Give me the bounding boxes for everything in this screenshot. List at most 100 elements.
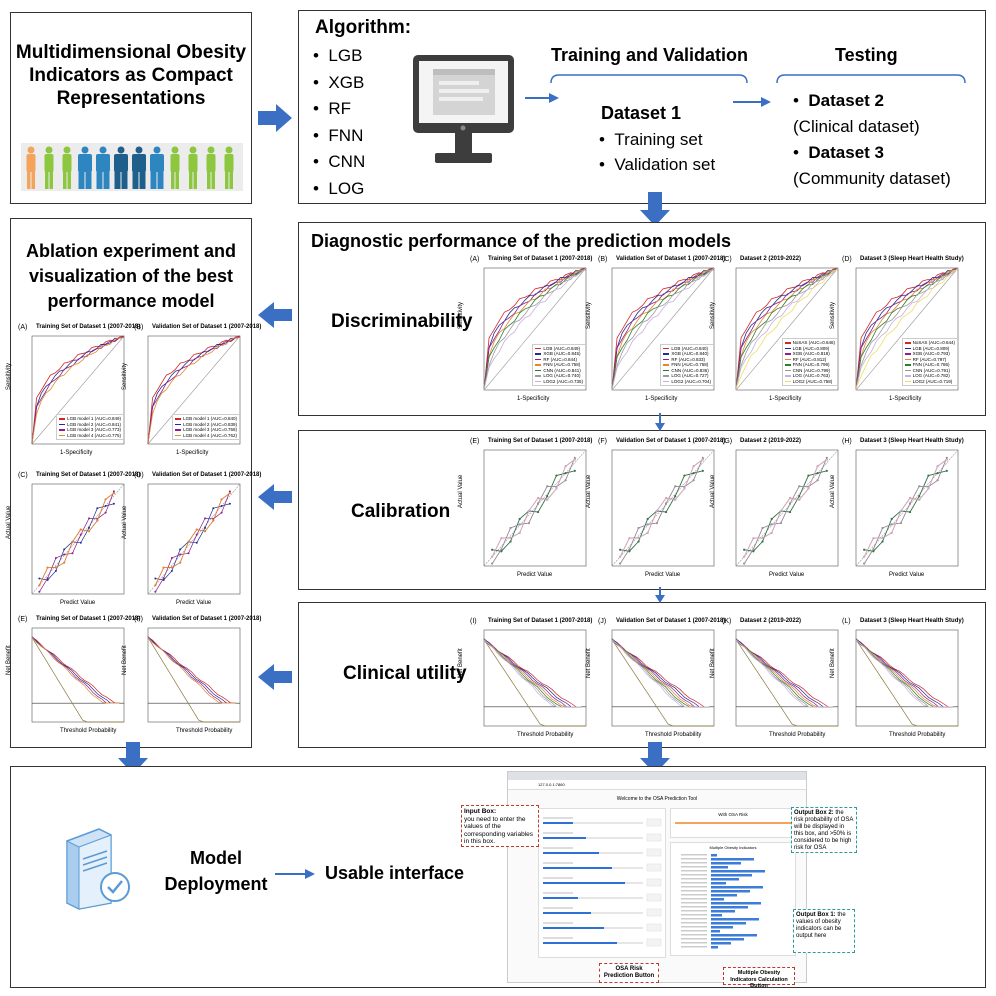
person-icon bbox=[62, 146, 72, 189]
calibration-point bbox=[779, 522, 782, 525]
calibration-point bbox=[195, 533, 198, 536]
y-axis-label: Net Benefit bbox=[6, 645, 12, 675]
browser-tabbar bbox=[508, 772, 806, 780]
calibration-point bbox=[789, 502, 792, 505]
calibration-point bbox=[79, 528, 82, 531]
x-axis-label: Predict Value bbox=[645, 572, 681, 578]
roc-series-line bbox=[611, 267, 715, 391]
panel-title: Training Set of Dataset 1 (2007-2018) bbox=[36, 472, 141, 478]
legend-entry: LOG2 (AUC=0.735) bbox=[535, 379, 583, 385]
y-axis-label: Actual Value bbox=[122, 505, 128, 539]
indicator-label bbox=[681, 874, 707, 876]
legend-label: LOG2 (AUC=0.719) bbox=[912, 378, 953, 384]
legend-label: CNN (AUC=0.791) bbox=[912, 367, 950, 373]
calibration-point bbox=[807, 474, 810, 477]
calibration-point bbox=[527, 522, 530, 525]
roc-series-line bbox=[855, 269, 959, 389]
legend-swatch bbox=[535, 369, 542, 372]
output-osa-panel: With OSA Risk bbox=[670, 808, 796, 838]
y-axis-label: Actual Value bbox=[586, 474, 592, 508]
mobi-button-note[interactable]: Multiple Obesity Indicators Calculation … bbox=[723, 967, 795, 989]
roc-series-line bbox=[147, 336, 241, 444]
legend-label: RF (AUC=0.844) bbox=[543, 356, 577, 362]
calibration-point bbox=[38, 584, 41, 587]
legend-entry: LGB model 4 (AUC=0.762) bbox=[175, 433, 237, 439]
slider-track[interactable] bbox=[543, 897, 643, 899]
calibration-point bbox=[655, 522, 658, 525]
calibration-point bbox=[936, 465, 939, 468]
panel-title: Validation Set of Dataset 1 (2007-2018) bbox=[616, 256, 726, 262]
url-text: 127.0.0.1:7860 bbox=[538, 782, 565, 787]
calibration-point bbox=[646, 517, 649, 520]
algorithm-list: • LGB • XGB • RF • FNN • CNN • LOG bbox=[313, 43, 365, 202]
calibration-point bbox=[789, 511, 792, 514]
legend-entry: FNN (AUC=0.786) bbox=[904, 362, 955, 368]
slider-fill bbox=[543, 942, 617, 944]
indicator-bar bbox=[711, 918, 759, 921]
number-input[interactable] bbox=[646, 863, 662, 872]
legend-label: NoSAS (AUC=0.646) bbox=[792, 340, 835, 345]
roc-series-line bbox=[483, 267, 587, 391]
legend-label: LOG2 (AUC=0.704) bbox=[671, 378, 711, 384]
calibration-point bbox=[38, 577, 41, 580]
obesity-indicators-box: Multidimensional Obesity Indicators as C… bbox=[10, 12, 252, 204]
indicator-bar bbox=[711, 862, 741, 865]
input-label bbox=[543, 817, 573, 819]
chart-plot bbox=[31, 483, 125, 595]
calibration-point bbox=[692, 465, 695, 468]
dca-panel: (L)Dataset 3 (Sleep Heart Health Study)T… bbox=[830, 618, 964, 744]
calibration-point bbox=[665, 511, 668, 514]
slider-fill bbox=[543, 822, 573, 824]
osa-button-note[interactable]: OSA Risk Prediction Button bbox=[599, 963, 659, 983]
panel-title: Validation Set of Dataset 1 (2007-2018) bbox=[152, 324, 262, 330]
calibration-series-line bbox=[39, 491, 115, 592]
calibration-point bbox=[79, 541, 82, 544]
ablation-roc-panel: (B)Validation Set of Dataset 1 (2007-201… bbox=[122, 324, 261, 462]
calibration-point bbox=[872, 548, 875, 551]
dca-series-line bbox=[611, 639, 709, 708]
calibration-point bbox=[683, 487, 686, 490]
number-input[interactable] bbox=[646, 908, 662, 917]
chart-plot bbox=[611, 629, 715, 727]
chart-plot bbox=[147, 627, 241, 723]
calibration-point bbox=[112, 492, 115, 495]
number-input[interactable] bbox=[646, 878, 662, 887]
number-input[interactable] bbox=[646, 833, 662, 842]
panel-title: Validation Set of Dataset 1 (2007-2018) bbox=[616, 618, 726, 624]
roc-series-line bbox=[31, 336, 125, 444]
slider-track[interactable] bbox=[543, 837, 643, 839]
calibration-series-line bbox=[491, 459, 575, 557]
calibration-point bbox=[212, 519, 215, 522]
input-label bbox=[543, 922, 573, 924]
calibration-series-line bbox=[155, 491, 231, 592]
x-axis-label: Predict Value bbox=[60, 600, 96, 606]
number-input[interactable] bbox=[646, 818, 662, 827]
indicator-bar bbox=[711, 930, 720, 933]
input-label bbox=[543, 907, 573, 909]
calibration-point bbox=[692, 479, 695, 482]
legend-swatch bbox=[904, 342, 911, 344]
input-label bbox=[543, 832, 573, 834]
slider-track[interactable] bbox=[543, 912, 643, 914]
input-label bbox=[543, 937, 573, 939]
calibration-point bbox=[743, 548, 746, 551]
dca-series-line bbox=[31, 637, 120, 704]
legend-entry: LGB (AUC=0.809) bbox=[784, 346, 835, 352]
number-input[interactable] bbox=[646, 848, 662, 857]
calibration-panel: (E)Training Set of Dataset 1 (2007-2018)… bbox=[458, 438, 592, 584]
calibration-point bbox=[179, 561, 182, 564]
indicator-label bbox=[681, 914, 707, 916]
calibration-point bbox=[743, 562, 746, 565]
input-label bbox=[543, 892, 573, 894]
calibration-point bbox=[646, 531, 649, 534]
reference-line bbox=[735, 449, 839, 567]
legend-label: LGB model 1 (AUC=0.849) bbox=[67, 416, 121, 421]
slider-track[interactable] bbox=[543, 822, 643, 824]
legend-swatch bbox=[784, 369, 791, 372]
number-input[interactable] bbox=[646, 938, 662, 947]
calibration-point bbox=[187, 540, 190, 543]
right-arrow-icon bbox=[275, 869, 315, 879]
calibration-point bbox=[779, 509, 782, 512]
number-input[interactable] bbox=[646, 923, 662, 932]
number-input[interactable] bbox=[646, 893, 662, 902]
